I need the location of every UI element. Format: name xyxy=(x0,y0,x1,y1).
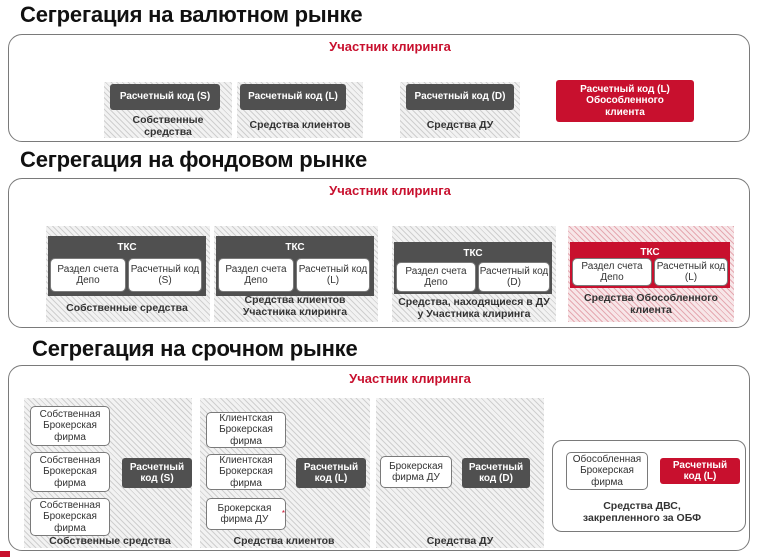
deriv-code-d-box: Расчетный код (D) xyxy=(462,458,530,488)
deriv-client-broker-firm: Клиентская Брокерская фирма xyxy=(206,412,286,448)
deriv-client-funds-caption: Средства клиентов xyxy=(233,535,335,547)
deriv-trust-broker-firm: Брокерская фирма ДУ * xyxy=(206,498,286,530)
stock-root-clearing-member: Участник клиринга xyxy=(329,183,451,198)
stock-depo-section: Раздел счета Депо xyxy=(50,258,126,292)
deriv-own-broker-firm: Собственная Брокерская фирма xyxy=(30,452,110,492)
stock-tks-head: ТКС xyxy=(394,242,552,264)
deriv-code-l-red-box: Расчетный код (L) xyxy=(660,458,740,484)
deriv-trust-broker-firm-label: Брокерская фирма ДУ xyxy=(217,502,272,526)
stock-section-title: Сегрегация на фондовом рынке xyxy=(20,147,368,172)
deriv-client-broker-firm: Клиентская Брокерская фирма xyxy=(206,454,286,490)
deriv-segregated-broker-firm: Обособленная Брокерская фирма xyxy=(566,452,648,490)
stock-depo-section: Раздел счета Депо xyxy=(218,258,294,292)
fx-code-s-box: Расчетный код (S) xyxy=(110,84,220,110)
brand-accent-mark xyxy=(0,551,10,557)
fx-client-funds-caption: Средства клиентов xyxy=(249,119,351,131)
fx-code-d-box: Расчетный код (D) xyxy=(406,84,514,110)
deriv-segregated-caption: Средства ДВС, закрепленного за ОБФ xyxy=(582,500,702,525)
fx-root-clearing-member: Участник клиринга xyxy=(329,39,451,54)
deriv-root-clearing-member: Участник клиринга xyxy=(349,371,471,386)
stock-code-d: Расчетный код (D) xyxy=(478,262,550,292)
fx-segregated-client-box: Расчетный код (L) Обособленного клиента xyxy=(556,80,694,122)
stock-depo-section: Раздел счета Депо xyxy=(396,262,476,292)
stock-tks-head: ТКС xyxy=(216,236,374,258)
stock-tks-head: ТКС xyxy=(570,242,730,262)
stock-code-l: Расчетный код (L) xyxy=(654,258,728,286)
stock-trust-funds-caption: Средства, находящиеся в ДУ у Участника к… xyxy=(398,296,550,321)
fx-section-title: Сегрегация на валютном рынке xyxy=(20,2,363,27)
deriv-own-funds-caption: Собственные средства xyxy=(49,535,171,547)
stock-tks-head: ТКС xyxy=(48,236,206,258)
fx-own-funds-caption: Собственные средства xyxy=(132,114,204,139)
stock-depo-section: Раздел счета Депо xyxy=(572,258,652,286)
fx-code-l-box: Расчетный код (L) xyxy=(240,84,346,110)
stock-segregated-client-caption: Средства Обособленного клиента xyxy=(584,292,718,317)
deriv-trust-funds-caption: Средства ДУ xyxy=(426,535,494,547)
deriv-trust-broker-firm: Брокерская фирма ДУ xyxy=(380,456,452,488)
stock-client-funds-caption: Средства клиентов Участника клиринга xyxy=(242,294,348,319)
deriv-code-s-box: Расчетный код (S) xyxy=(122,458,192,488)
stock-own-funds-caption: Собственные средства xyxy=(66,302,188,314)
fx-trust-funds-caption: Средства ДУ xyxy=(426,119,494,131)
stock-code-s: Расчетный код (S) xyxy=(128,258,202,292)
deriv-code-l-box: Расчетный код (L) xyxy=(296,458,366,488)
deriv-own-broker-firm: Собственная Брокерская фирма xyxy=(30,406,110,446)
deriv-own-broker-firm: Собственная Брокерская фирма xyxy=(30,498,110,536)
deriv-section-title: Сегрегация на срочном рынке xyxy=(32,336,358,361)
footnote-star: * xyxy=(281,509,285,519)
stock-code-l: Расчетный код (L) xyxy=(296,258,370,292)
